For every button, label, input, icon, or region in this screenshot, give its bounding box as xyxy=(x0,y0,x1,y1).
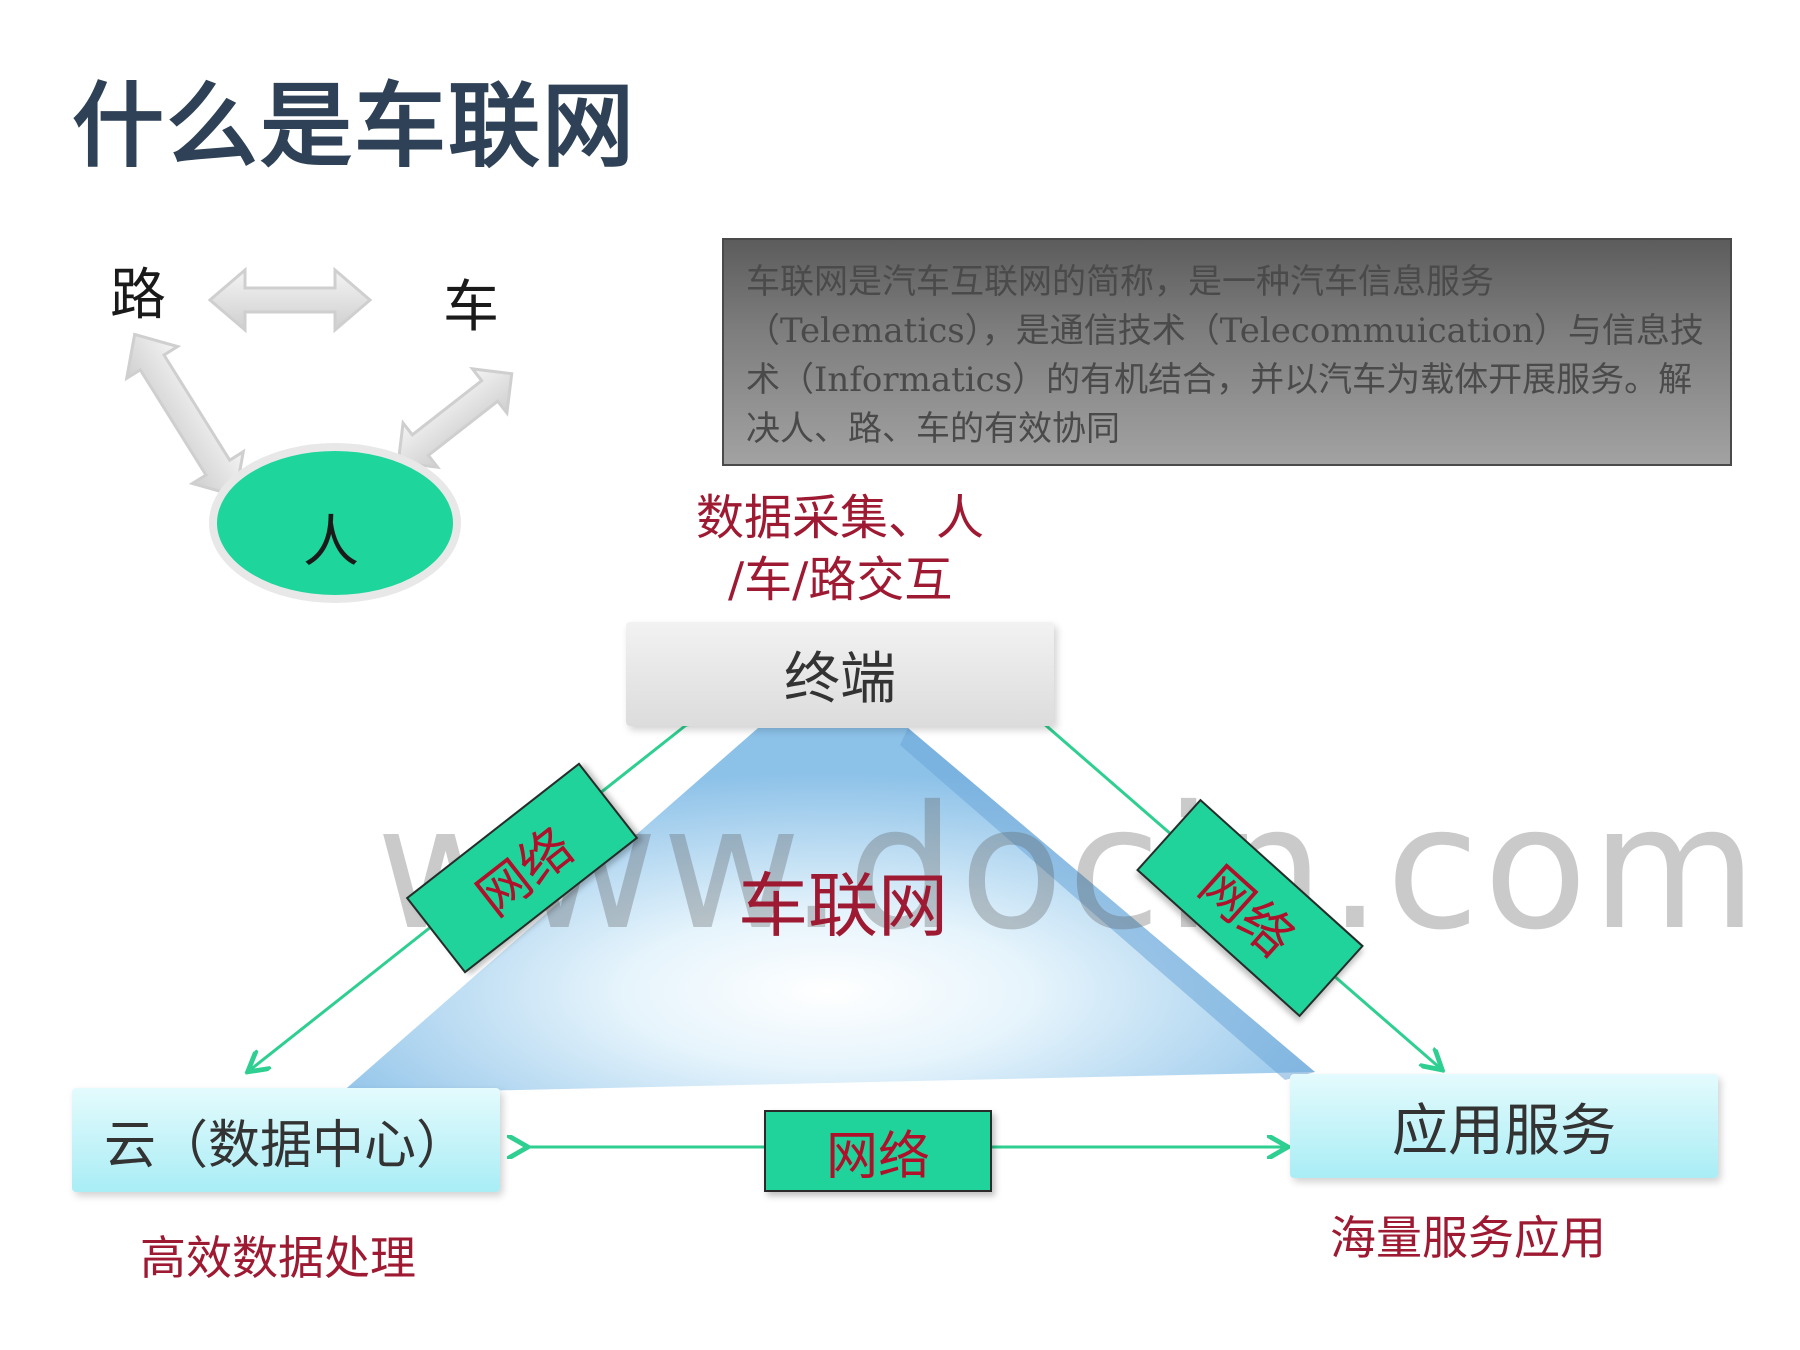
cloud-label: 云（数据中心） xyxy=(103,1115,468,1176)
car-label: 车 xyxy=(443,275,499,340)
person-ellipse xyxy=(209,443,461,603)
terminal-caption-line1: 数据采集、人 xyxy=(696,490,985,546)
person-car-arrow xyxy=(396,366,514,470)
network-box-bottom: 网络 xyxy=(764,1110,992,1192)
network-bottom-label: 网络 xyxy=(825,1126,930,1187)
description-box: 车联网是汽车互联网的简称，是一种汽车信息服务（Telematics），是通信技术… xyxy=(722,238,1732,466)
cloud-node: 云（数据中心） xyxy=(72,1088,500,1192)
app-service-node: 应用服务 xyxy=(1290,1074,1718,1178)
road-car-arrow xyxy=(207,266,373,334)
relation-graphic xyxy=(124,266,514,603)
cloud-caption: 高效数据处理 xyxy=(140,1231,416,1285)
app-service-caption: 海量服务应用 xyxy=(1330,1211,1606,1265)
terminal-caption-line2: /车/路交互 xyxy=(728,552,953,608)
page-title: 什么是车联网 xyxy=(72,73,637,180)
app-service-label: 应用服务 xyxy=(1392,1098,1616,1164)
person-label: 人 xyxy=(303,510,359,575)
center-label: 车联网 xyxy=(738,865,948,947)
terminal-label: 终端 xyxy=(784,646,896,712)
road-label: 路 xyxy=(110,263,166,328)
terminal-node: 终端 xyxy=(626,622,1054,726)
